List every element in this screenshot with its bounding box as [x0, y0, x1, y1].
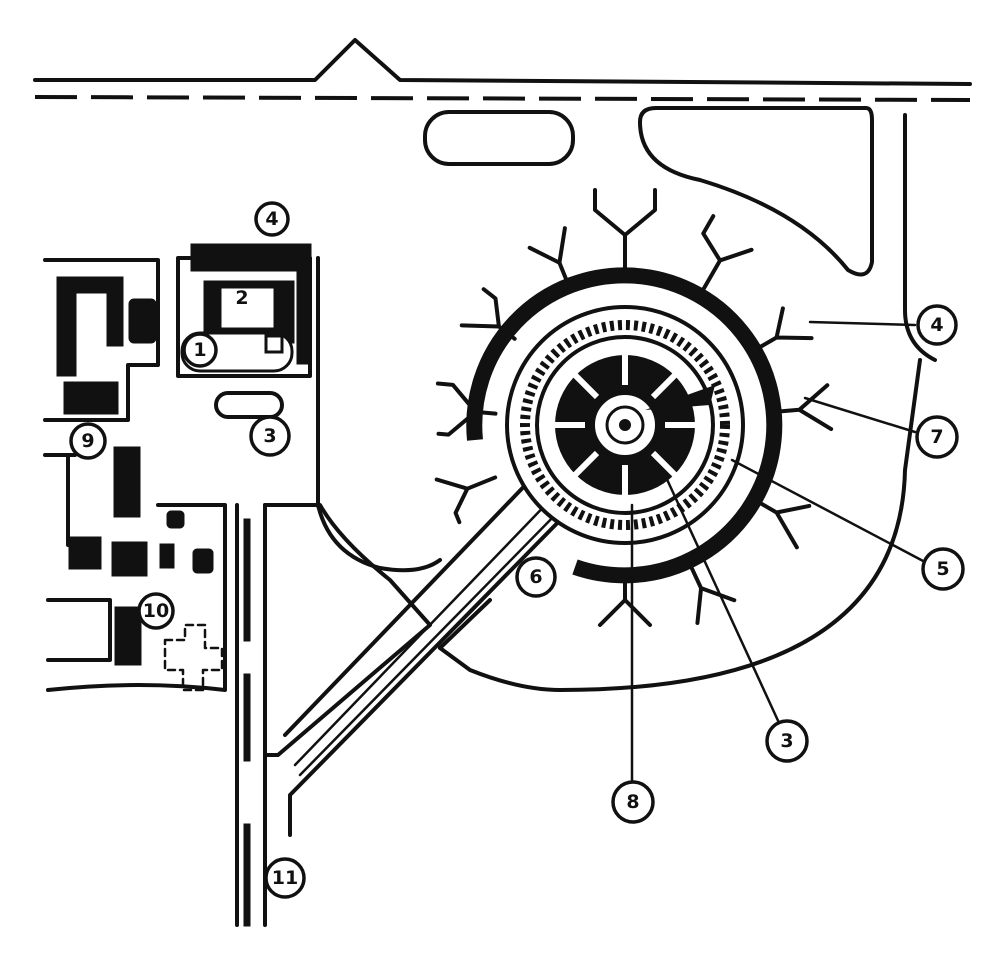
ring-road-lower [438, 598, 492, 650]
svg-text:1: 1 [193, 339, 206, 361]
circular-terminal [434, 188, 834, 627]
svg-text:6: 6 [529, 566, 542, 588]
svg-text:8: 8 [626, 791, 639, 813]
svg-text:3: 3 [780, 730, 793, 752]
marker-4-top: 4 [254, 201, 290, 237]
marker-7: 7 [915, 415, 959, 459]
top-island-small [423, 110, 575, 166]
marker-5: 5 [921, 547, 965, 591]
marker-3-left: 3 [249, 415, 291, 457]
road-loop [263, 503, 432, 757]
ring-road-outer [903, 113, 937, 362]
svg-text:11: 11 [272, 867, 298, 889]
leader-lines [630, 320, 927, 787]
svg-text:10: 10 [143, 600, 169, 622]
marker-11: 11 [264, 857, 306, 899]
top-island-curved [638, 106, 874, 277]
svg-text:7: 7 [930, 426, 943, 448]
left-complex [43, 258, 227, 692]
marker-10: 10 [137, 592, 175, 630]
marker-1: 1 [182, 332, 218, 368]
marker-8: 8 [611, 780, 655, 824]
service-road-edge [316, 256, 442, 573]
marker-3-bottom: 3 [765, 719, 809, 763]
marker-4-right: 4 [916, 304, 958, 346]
svg-text:3: 3 [263, 425, 276, 447]
marker-9: 9 [69, 422, 107, 460]
marker-6: 6 [515, 556, 557, 598]
svg-text:9: 9 [81, 430, 94, 452]
ring-road-inner [438, 358, 922, 692]
access-road [283, 473, 577, 837]
vertical-road [235, 503, 267, 927]
svg-text:4: 4 [265, 208, 278, 230]
svg-text:5: 5 [936, 558, 949, 580]
marker-2: 2 [235, 287, 248, 309]
central-building [176, 243, 312, 419]
svg-text:2: 2 [235, 287, 248, 309]
highway [33, 38, 972, 102]
svg-text:4: 4 [930, 314, 943, 336]
